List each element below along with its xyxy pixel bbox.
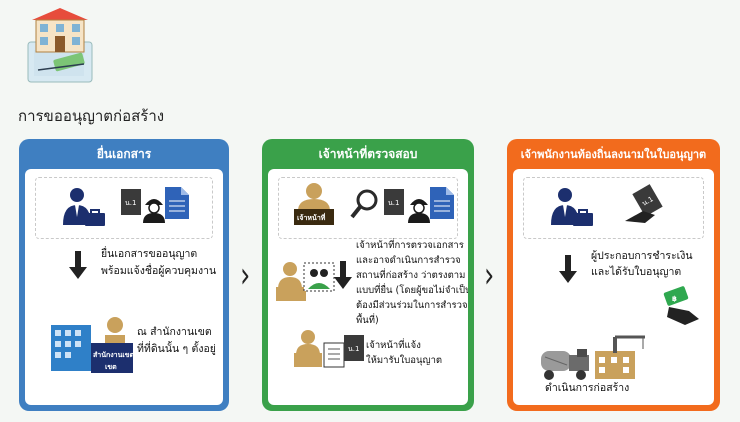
- page-title: การขออนุญาตก่อสร้าง: [18, 107, 165, 125]
- document-n1-icon: น.1: [384, 189, 404, 215]
- handover-document-icon: น.1: [625, 184, 663, 223]
- building-permit-logo: [27, 8, 93, 83]
- icon-box: [278, 177, 458, 239]
- officer-notify-icon: [294, 330, 345, 368]
- blue-document-icon: [430, 187, 454, 219]
- svg-text:น.1: น.1: [388, 199, 399, 207]
- panel-header: ยื่นเอกสาร: [96, 146, 152, 161]
- step2-line1: เจ้าหน้าที่แจ้ง: [366, 340, 421, 351]
- icon-box: [523, 177, 704, 239]
- step1-line2: พร้อมแจ้งชื่อผู้ควบคุมงาน: [101, 265, 217, 277]
- panel-local-official-sign: เจ้าพนักงานท้องถิ่นลงนามในใบอนุญาต น.1 ผ…: [507, 139, 720, 411]
- chevron-right-icon: ›: [240, 255, 251, 296]
- step1-line1: เจ้าหน้าที่การตรวจเอกสาร: [356, 240, 464, 251]
- construction-icon: [541, 335, 645, 380]
- panel-submit-documents: ยื่นเอกสาร น.1 ยื่นเอกสารขออนุญาต พร้อมแ…: [19, 139, 229, 411]
- chevron-right-icon: ›: [484, 255, 495, 296]
- svg-text:สำนักงานเขต: สำนักงานเขต: [93, 351, 135, 359]
- panel-body: น.1 ยื่นเอกสารขออนุญาต พร้อมแจ้งชื่อผู้ค…: [25, 169, 223, 405]
- engineer-icon: [143, 199, 165, 223]
- officer-icon: เจ้าหน้าที่: [294, 183, 334, 225]
- step1-line2: และได้รับใบอนุญาต: [591, 266, 682, 278]
- step1-line2: และอาจดำเนินการสำรวจ: [356, 255, 461, 266]
- engineer-icon: [408, 199, 430, 223]
- step1-line1: ผู้ประกอบการชำระเงิน: [591, 250, 693, 262]
- panel-body: น.1 ผู้ประกอบการชำระเงิน และได้รับใบอนุญ…: [513, 169, 714, 405]
- district-office-icon: สำนักงานเขต เขต: [51, 317, 135, 373]
- svg-text:เขต: เขต: [105, 363, 117, 371]
- panel-officer-inspection: เจ้าหน้าที่ตรวจสอบ เจ้าหน้าที่ น.1: [262, 139, 474, 411]
- step1-line5: ต้องมีส่วนร่วมในการสำรวจ: [356, 300, 468, 311]
- step2-line2: ให้มารับใบอนุญาต: [366, 355, 443, 366]
- svg-text:น.1: น.1: [348, 345, 359, 353]
- businessman-icon: [63, 188, 105, 226]
- svg-text:฿: ฿: [672, 295, 677, 303]
- blue-document-icon: [165, 187, 189, 219]
- businessman-icon: [551, 188, 593, 226]
- svg-text:เจ้าหน้าที่: เจ้าหน้าที่: [297, 212, 326, 222]
- site-survey-icon: [276, 262, 335, 301]
- step2-line1: ดำเนินการก่อสร้าง: [545, 382, 630, 394]
- panel-header: เจ้าพนักงานท้องถิ่นลงนามในใบอนุญาต: [520, 148, 707, 161]
- document-n1-icon: น.1: [344, 335, 364, 361]
- step1-line6: พื้นที่): [356, 315, 379, 326]
- step2-line2: ที่ที่ดินนั้น ๆ ตั้งอยู่: [137, 343, 216, 355]
- svg-text:น.1: น.1: [125, 199, 136, 207]
- icon-box: [35, 177, 213, 239]
- document-n1-icon: น.1: [121, 189, 141, 215]
- step1-line4: แบบที่ยื่น (โดยผู้ขอไม่จำเป็น: [356, 285, 468, 296]
- payment-icon: ฿: [663, 286, 699, 325]
- magnifier-icon: [350, 189, 378, 219]
- panel-body: เจ้าหน้าที่ น.1 เจ้าหน้า: [268, 169, 468, 405]
- panel-header: เจ้าหน้าที่ตรวจสอบ: [318, 146, 418, 161]
- step1-line1: ยื่นเอกสารขออนุญาต: [101, 248, 198, 260]
- step2-line1: ณ สำนักงานเขต: [137, 326, 212, 338]
- step1-line3: สถานที่ก่อสร้าง ว่าตรงตาม: [356, 270, 466, 281]
